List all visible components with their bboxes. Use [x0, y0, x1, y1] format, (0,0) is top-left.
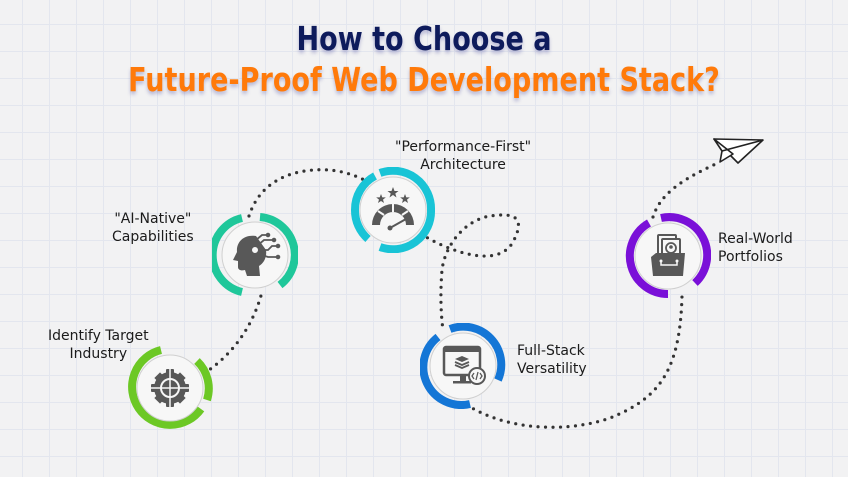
ai-head-circuit-icon [233, 232, 281, 276]
title-line-2: Future-Proof Web Development Stack? [128, 60, 720, 99]
portfolio-folder-icon [651, 234, 685, 276]
step-real-world-portfolios [625, 213, 711, 299]
label-full-stack-versatility: Full-Stack Versatility [517, 343, 587, 377]
step-identify-target-industry [127, 345, 213, 431]
step-full-stack-versatility [420, 323, 506, 409]
title-line-1: How to Choose a [296, 19, 552, 58]
label-performance-first-architecture: "Performance-First" Architecture [395, 139, 532, 173]
paper-plane-icon [713, 138, 764, 164]
speedometer-stars-icon [372, 187, 414, 231]
step-ai-native-capabilities [212, 212, 298, 298]
label-identify-target-industry: Identify Target Industry [48, 328, 149, 362]
monitor-code-icon [442, 345, 486, 385]
label-ai-native-capabilities: "AI-Native" Capabilities [112, 211, 194, 245]
step-performance-first-architecture [350, 167, 436, 253]
label-real-world-portfolios: Real-World Portfolios [718, 231, 793, 265]
